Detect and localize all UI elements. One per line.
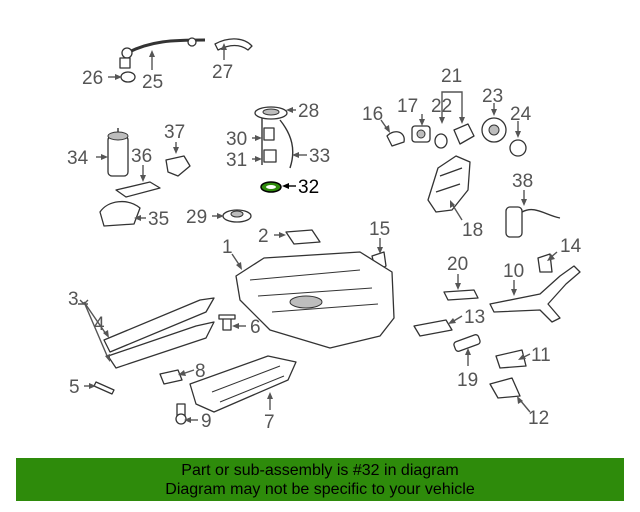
callout-5[interactable]: 5 [69,377,80,398]
part-8-drawing [159,369,183,385]
part-27-drawing [214,38,253,51]
part-24-drawing [509,139,527,157]
callout-1[interactable]: 1 [222,237,233,258]
callout-7[interactable]: 7 [264,412,275,433]
callout-36[interactable]: 36 [131,146,152,167]
callout-4[interactable]: 4 [94,314,105,335]
part-26-drawing [120,71,136,83]
part-1-drawing [235,251,395,349]
part-37-drawing [165,155,191,177]
callout-29[interactable]: 29 [186,207,207,228]
part-4-drawing [103,297,215,353]
callout-9[interactable]: 9 [201,411,212,432]
part-36-drawing [115,181,161,198]
callout-10[interactable]: 10 [503,261,524,282]
callout-20[interactable]: 20 [447,254,468,275]
callout-18[interactable]: 18 [462,220,483,241]
callout-37[interactable]: 37 [164,122,185,143]
part-23-drawing [481,117,507,143]
callout-15[interactable]: 15 [369,219,390,240]
info-banner: Part or sub-assembly is #32 in diagram D… [16,458,624,501]
callout-2[interactable]: 2 [258,226,269,247]
callout-17[interactable]: 17 [397,96,418,117]
part-22-drawing [434,133,448,149]
callout-31[interactable]: 31 [226,150,247,171]
part-13-drawing [413,319,453,337]
part-19-drawing [453,334,481,352]
callout-11[interactable]: 11 [531,345,551,366]
part-28-drawing [254,106,288,120]
part-34-drawing [107,128,129,177]
part-16-drawing [386,131,405,147]
callout-6[interactable]: 6 [250,317,261,338]
part-25-drawing [119,37,206,69]
callout-14[interactable]: 14 [560,236,582,257]
callout-28[interactable]: 28 [298,101,319,122]
callout-21[interactable]: 21 [441,66,462,87]
banner-line-1: Part or sub-assembly is #32 in diagram [181,462,459,479]
callout-32[interactable]: 32 [298,177,319,198]
callout-35[interactable]: 35 [148,209,169,230]
callout-labels: 26 25 27 21 23 16 17 22 24 28 37 30 34 3… [67,62,582,433]
part-12-drawing [489,377,521,399]
callout-3[interactable]: 3 [68,289,79,310]
part-7-drawing [189,355,297,413]
callout-33[interactable]: 33 [309,146,330,167]
callout-16[interactable]: 16 [362,104,383,125]
part-18-drawing [427,155,471,213]
part-29-drawing [222,209,252,223]
part-21-drawing [453,123,475,145]
part-38-drawing [505,206,561,238]
part-6-drawing [218,314,236,331]
callout-23[interactable]: 23 [482,86,503,107]
callout-12[interactable]: 12 [528,408,549,429]
part-35-drawing [99,201,141,227]
callout-27[interactable]: 27 [212,62,233,83]
part-17-drawing [411,125,431,143]
callout-34[interactable]: 34 [67,148,89,169]
callout-26[interactable]: 26 [82,68,103,89]
callout-19[interactable]: 19 [457,370,478,391]
callout-13[interactable]: 13 [464,307,485,328]
part-11-drawing [495,349,527,369]
part-30-33-drawing [261,118,294,169]
part-9-drawing [175,403,187,425]
callout-38[interactable]: 38 [512,171,533,192]
parts-diagram: 26 25 27 21 23 16 17 22 24 28 37 30 34 3… [67,37,582,433]
leader-lines [78,43,558,423]
part-2-drawing [285,229,321,245]
callout-24[interactable]: 24 [510,104,532,125]
part-32-drawing [260,181,282,193]
banner-line-2: Diagram may not be specific to your vehi… [165,481,475,498]
callout-22[interactable]: 22 [431,96,452,117]
callout-25[interactable]: 25 [142,72,163,93]
part-3-drawing [107,321,215,369]
part-20-drawing [443,289,479,301]
callout-30[interactable]: 30 [226,129,247,150]
part-5-drawing [93,381,115,395]
callout-8[interactable]: 8 [195,361,206,382]
part-10-drawing [489,265,581,323]
